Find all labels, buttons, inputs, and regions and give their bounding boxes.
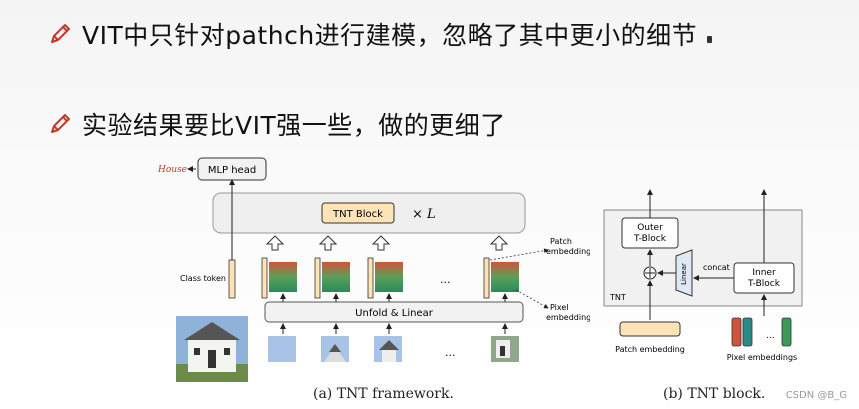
class-token [228,259,236,299]
patch-group-1 [261,257,297,299]
linear-label: Linear [680,263,688,285]
up-arrow-icon [265,235,285,251]
unfold-linear-box [264,301,524,323]
patch-embedding-bar [619,321,681,337]
patch-group-4 [483,257,519,299]
ellipsis: ... [440,273,451,286]
bullet-1: VIT中只针对pathch进行建模，忽略了其中更小的细节 [48,16,697,52]
tnt-block-label: TNT Block [332,209,383,220]
input-image [176,316,248,382]
tnt-frame-label: TNT [609,293,626,302]
bullet-text: VIT中只针对pathch进行建模，忽略了其中更小的细节 [82,21,698,50]
pixel-embeddings-label: Pixel embeddings [727,353,797,362]
bullet-2: 实验结果要比VIT强一些，做的更细了 [48,106,506,142]
patch-group-3 [367,257,403,299]
image-patch-2 [321,336,349,362]
watermark: CSDN @B_G [785,390,847,401]
image-patch-1 [268,336,296,362]
caption-a: (a) TNT framework. [313,386,454,402]
tnt-block-box [321,202,395,224]
bullet-text: 实验结果要比VIT强一些，做的更细了 [82,111,506,140]
up-arrow-icon [318,235,338,251]
house-label: House [157,165,187,175]
outer-t-block [621,217,679,249]
up-arrow-icon [371,235,391,251]
inner-t-block [733,262,795,294]
concat-label: concat [703,263,730,272]
patch-embedding-label: Patch embedding [615,345,685,354]
caption-b: (b) TNT block. [663,386,766,402]
pixel-embeddings [731,317,792,347]
linear-trapezoid [675,249,693,297]
ellipsis: ... [766,331,775,341]
unfold-linear-label: Unfold & Linear [355,308,434,319]
pencil-icon [51,24,70,43]
pencil-icon [51,114,70,133]
mlp-head-label: MLP head [208,165,256,176]
cursor-mark [707,36,712,43]
image-patch-3 [374,336,402,362]
class-token-label: Class token [180,274,226,283]
up-arrow-icon [489,235,509,251]
image-patch-4 [491,336,519,362]
patch-group-2 [314,257,350,299]
times-l-label: × L [412,207,436,222]
tnt-framework-figure: House MLP head TNT Block × L Class token… [157,157,590,382]
ellipsis: ... [445,346,456,359]
